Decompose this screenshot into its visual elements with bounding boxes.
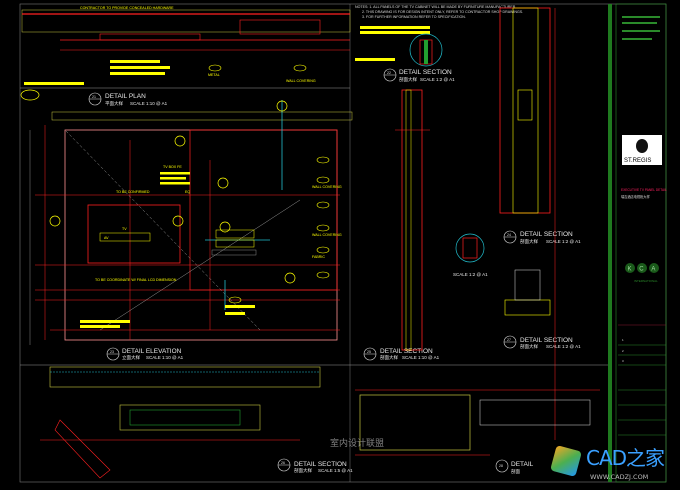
detail-title-22: 22 DETAIL SECTION 剖面大样 SCALE 1:2 @ A1	[383, 68, 455, 83]
top-wall-section: CONTRACTOR TO PROVIDE CONCEALED HARDWARE	[21, 6, 351, 85]
svg-text:3. FOR FURTHER INFORMATION REF: 3. FOR FURTHER INFORMATION REFER TO SPEC…	[362, 15, 466, 19]
general-notes: NOTES: 1. ALL PANELS OF THE TV CABINET W…	[355, 5, 523, 61]
svg-text:SCALE 1:2 @ A1: SCALE 1:2 @ A1	[420, 77, 455, 82]
svg-text:剖面: 剖面	[511, 468, 520, 475]
svg-text:SCALE 1:10 @ A1: SCALE 1:10 @ A1	[130, 101, 168, 106]
svg-text:DETAIL ELEVATION: DETAIL ELEVATION	[122, 348, 182, 355]
wall-covering-tag: WALL COVERING	[286, 79, 316, 83]
tbc-label: TO BE CONFIRMED	[116, 190, 150, 194]
svg-text:DETAIL: DETAIL	[511, 461, 534, 468]
svg-text:22: 22	[387, 71, 391, 75]
svg-text:25: 25	[367, 350, 371, 354]
svg-text:平面大样: 平面大样	[105, 100, 123, 107]
site-url-watermark: WWW.CADZJ.COM	[590, 473, 649, 481]
project-title: EXECUTIVE TV PANEL DETAIL	[621, 188, 667, 192]
svg-text:INTERNATIONAL: INTERNATIONAL	[634, 279, 658, 283]
svg-text:SCALE 1:5 @ A1: SCALE 1:5 @ A1	[318, 468, 353, 473]
vertical-section-drawings	[395, 7, 556, 440]
revision-cloud-icon	[20, 89, 40, 101]
title-block-bar	[608, 4, 612, 482]
svg-text:剖面大样: 剖面大样	[294, 467, 312, 474]
svg-text:SCALE 1:2 @ A1: SCALE 1:2 @ A1	[546, 344, 581, 349]
svg-text:DETAIL SECTION: DETAIL SECTION	[399, 69, 452, 76]
svg-text:NOTES: 1. ALL PANELS OF THE TV: NOTES: 1. ALL PANELS OF THE TV CABINET W…	[355, 5, 516, 9]
top-label: CONTRACTOR TO PROVIDE CONCEALED HARDWARE	[80, 6, 174, 10]
kca-logo: KCA INTERNATIONAL	[625, 263, 664, 283]
svg-text:SCALE 1:10 @ A1: SCALE 1:10 @ A1	[146, 355, 184, 360]
detail-title-27: 27 DETAIL SECTION 剖面大样 SCALE 1:2 @ A1	[503, 335, 581, 350]
eq-label: EQ	[185, 190, 190, 194]
av-label: AV	[104, 236, 109, 240]
svg-text:26: 26	[281, 461, 285, 465]
svg-text:DETAIL SECTION: DETAIL SECTION	[294, 461, 347, 468]
svg-text:24: 24	[507, 233, 511, 237]
svg-text:剖面大样: 剖面大样	[380, 354, 398, 361]
detail-title-26: 26 DETAIL SECTION 剖面大样 SCALE 1:5 @ A1	[277, 458, 353, 474]
tv-box-label: TV BOX FE	[163, 165, 182, 169]
svg-text:27: 27	[507, 338, 511, 342]
detail-title-21: 21 DETAIL PLAN 平面大样 SCALE 1:10 @ A1	[88, 92, 168, 107]
fabric-tag: FABRIC	[312, 255, 325, 259]
svg-text:立面大样: 立面大样	[122, 354, 140, 361]
svg-text:3: 3	[622, 359, 624, 363]
svg-text:剖面大样: 剖面大样	[520, 238, 538, 245]
svg-text:1: 1	[622, 338, 624, 342]
coordinate-label: TO BE COORDINATE W/ FINAL LCD DIMENSION	[95, 278, 177, 282]
av-equipment-row	[99, 232, 151, 242]
svg-text:23: 23	[110, 350, 114, 354]
detail-title-28: 28 DETAIL 剖面	[495, 459, 534, 475]
scale-callout: SCALE 1:2 @ A1	[453, 272, 488, 277]
svg-text:21: 21	[92, 95, 96, 99]
detail-title-25: 25 DETAIL SECTION 剖面大样 SCALE 1:10 @ A1	[363, 347, 440, 361]
svg-text:2. THIS DRAWING IS FOR DESIGN: 2. THIS DRAWING IS FOR DESIGN INTENT ONL…	[362, 10, 523, 14]
tv-label: TV	[122, 227, 127, 231]
site-watermark: CAD之家	[586, 446, 665, 470]
svg-text:28: 28	[499, 464, 503, 468]
project-title-cn: 瑞吉酒店电视柜大样	[621, 194, 650, 199]
svg-text:DETAIL SECTION: DETAIL SECTION	[520, 337, 573, 344]
wall-covering-tag: WALL COVERING	[312, 233, 342, 237]
detail-plan-drawing: TV AV TV BOX FE TO BE CONFIRMED TO BE CO…	[29, 64, 353, 345]
svg-text:2: 2	[622, 349, 624, 353]
detail-title-24: 24 DETAIL SECTION 剖面大样 SCALE 1:2 @ A1	[503, 230, 581, 245]
wall-covering-tag: WALL COVERING	[312, 185, 342, 189]
consultant-name: KCA	[628, 267, 664, 273]
svg-text:剖面大样: 剖面大样	[520, 343, 538, 350]
svg-text:SCALE 1:2 @ A1: SCALE 1:2 @ A1	[546, 239, 581, 244]
title-block: ST.REGIS EXECUTIVE TV PANEL DETAIL 瑞吉酒店电…	[608, 3, 667, 483]
svg-text:DETAIL SECTION: DETAIL SECTION	[380, 348, 433, 355]
svg-text:ST.REGIS: ST.REGIS	[624, 158, 651, 164]
detail-title-23: 23 DETAIL ELEVATION 立面大样 SCALE 1:10 @ A1	[106, 347, 184, 361]
svg-text:DETAIL SECTION: DETAIL SECTION	[520, 231, 573, 238]
svg-text:剖面大样: 剖面大样	[399, 76, 417, 83]
svg-text:DETAIL PLAN: DETAIL PLAN	[105, 93, 146, 100]
bottom-elevation-drawing	[40, 366, 600, 479]
detail-callout-circle	[409, 33, 443, 67]
metal-tag: METAL	[208, 73, 220, 77]
svg-text:SCALE 1:10 @ A1: SCALE 1:10 @ A1	[402, 355, 440, 360]
forum-watermark: 室内设计联盟	[330, 439, 385, 449]
